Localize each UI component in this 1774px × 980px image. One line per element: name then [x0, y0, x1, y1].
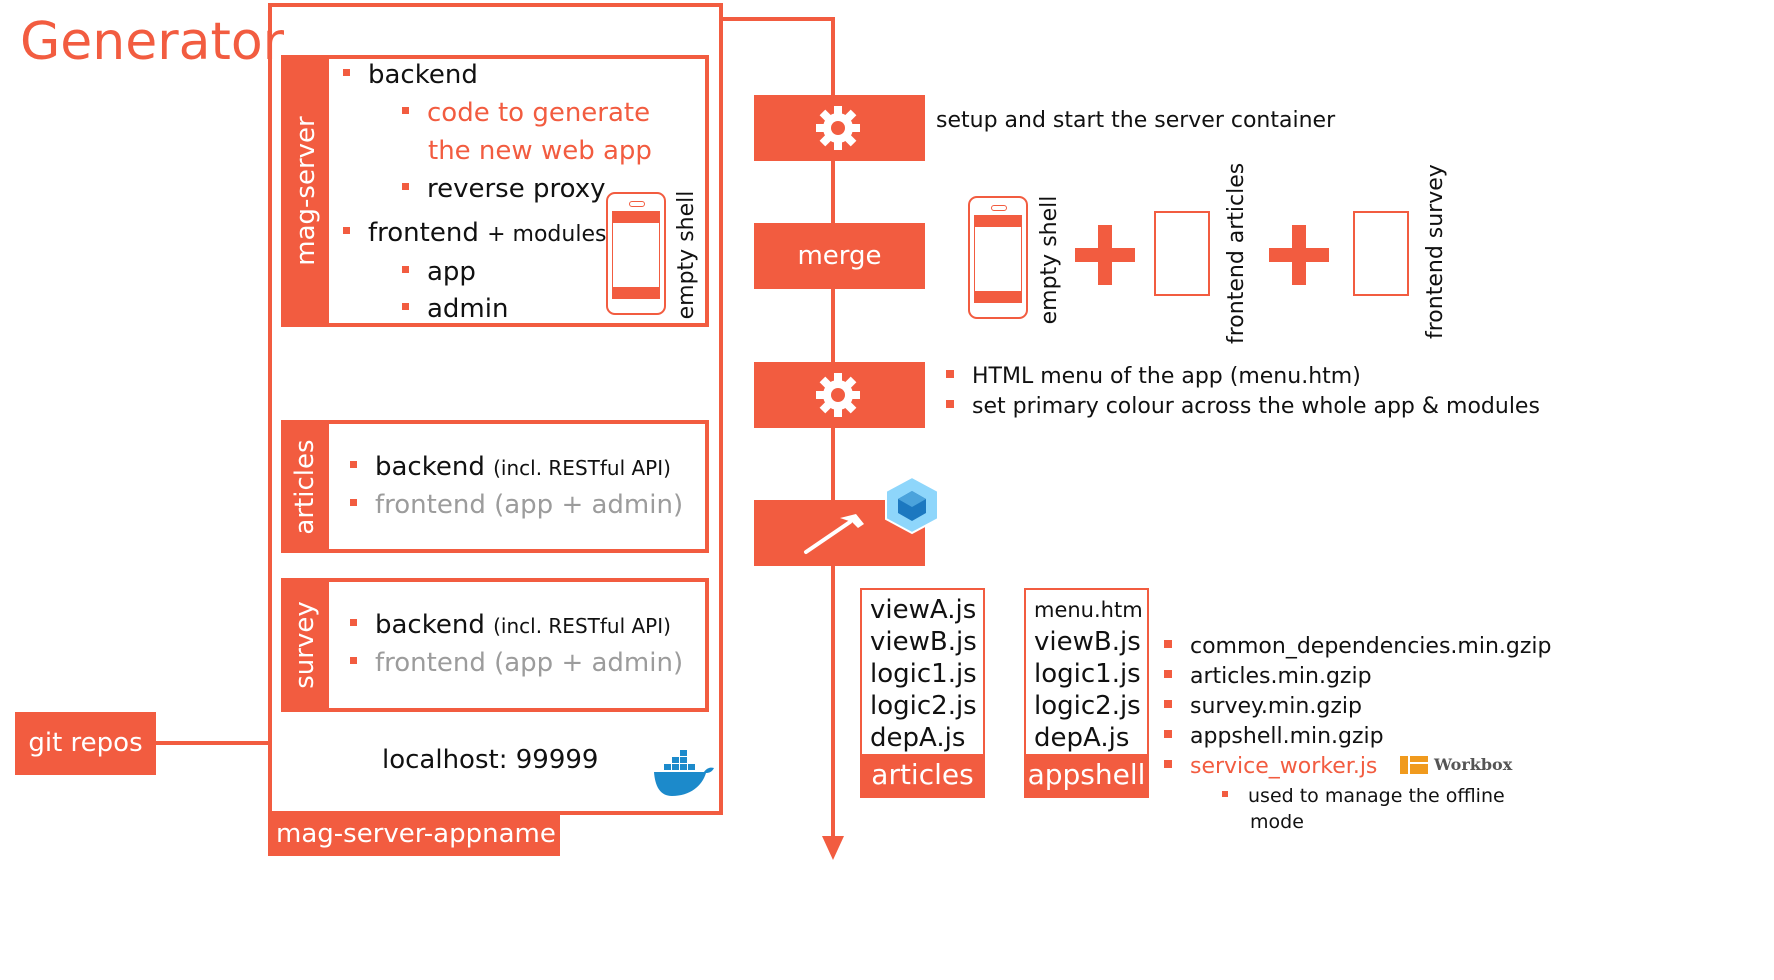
html-menu-item: HTML menu of the app (menu.htm) — [946, 364, 1361, 389]
articles-frontend-item: frontend (app + admin) — [350, 490, 683, 520]
file-item: logic2.js — [1034, 691, 1141, 721]
plus-icon-h — [1075, 248, 1135, 262]
survey-backend-item: backend (incl. RESTful API) — [350, 610, 671, 640]
flow-line — [831, 17, 835, 845]
webpack-icon — [885, 475, 939, 535]
docker-icon — [654, 750, 714, 796]
workbox-label: Workbox — [1434, 755, 1513, 774]
offline-note-2: mode — [1250, 811, 1304, 833]
file-item: depA.js — [1034, 723, 1130, 753]
articles-files-label: articles — [862, 754, 983, 796]
frontend-articles-box — [1154, 211, 1210, 296]
appshell-files: menu.htm viewB.js logic1.js logic2.js de… — [1024, 588, 1149, 798]
page-title: Generator — [20, 12, 285, 72]
gear-icon-2 — [816, 373, 860, 417]
frontend-item: frontend + modules — [343, 218, 606, 248]
frontend-survey-label: frontend survey — [1423, 164, 1448, 339]
gear-icon — [816, 106, 860, 150]
localhost-label: localhost: 99999 — [382, 745, 599, 775]
survey-side-label: survey — [290, 601, 320, 689]
file-item: viewB.js — [870, 627, 977, 657]
survey-side — [281, 578, 329, 712]
file-item: logic2.js — [870, 691, 977, 721]
git-repos-label: git repos — [15, 712, 156, 775]
flow-connector-top — [721, 17, 835, 21]
merge-step — [754, 223, 925, 289]
mag-server-side — [281, 55, 329, 327]
service-worker-item: service_worker.js — [1164, 754, 1377, 779]
output-item: common_dependencies.min.gzip — [1164, 634, 1551, 659]
file-item: depA.js — [870, 723, 966, 753]
code-generate-item-2: the new web app — [428, 136, 652, 166]
hammer-icon — [804, 514, 864, 554]
articles-backend-item: backend (incl. RESTful API) — [350, 452, 671, 482]
workbox-icon — [1400, 756, 1428, 774]
file-item: logic1.js — [1034, 659, 1141, 689]
container-name-label: mag-server-appname — [268, 812, 560, 856]
articles-side-label: articles — [290, 439, 320, 535]
reverse-proxy-item: reverse proxy — [402, 174, 606, 204]
app-item: app — [402, 257, 476, 287]
admin-item: admin — [402, 294, 508, 324]
survey-frontend-item: frontend (app + admin) — [350, 648, 683, 678]
frontend-survey-box — [1353, 211, 1409, 296]
file-item: viewA.js — [870, 595, 977, 625]
file-item: viewB.js — [1034, 627, 1141, 657]
empty-shell-label: empty shell — [674, 190, 699, 320]
merge-empty-shell-label: empty shell — [1037, 195, 1062, 325]
offline-note: used to manage the offline — [1222, 785, 1505, 807]
output-item: appshell.min.gzip — [1164, 724, 1384, 749]
frontend-articles-label: frontend articles — [1224, 162, 1249, 344]
phone-icon — [606, 192, 666, 315]
file-item: logic1.js — [870, 659, 977, 689]
appshell-files-label: appshell — [1026, 754, 1147, 796]
output-item: articles.min.gzip — [1164, 664, 1372, 689]
arrow-head-icon — [822, 836, 844, 860]
mag-server-label: mag-server — [291, 116, 321, 266]
articles-side — [281, 420, 329, 553]
setup-text: setup and start the server container — [936, 108, 1336, 133]
articles-box — [281, 420, 709, 553]
code-generate-item: code to generate — [402, 98, 650, 128]
merge-label: merge — [797, 241, 882, 271]
git-connector — [154, 741, 270, 745]
backend-item: backend — [343, 60, 478, 90]
file-item: menu.htm — [1034, 598, 1143, 622]
survey-box — [281, 578, 709, 712]
output-item: survey.min.gzip — [1164, 694, 1362, 719]
primary-colour-item: set primary colour across the whole app … — [946, 394, 1540, 419]
articles-files: viewA.js viewB.js logic1.js logic2.js de… — [860, 588, 985, 798]
plus-icon-2-h — [1269, 248, 1329, 262]
merge-phone-icon — [968, 196, 1028, 319]
